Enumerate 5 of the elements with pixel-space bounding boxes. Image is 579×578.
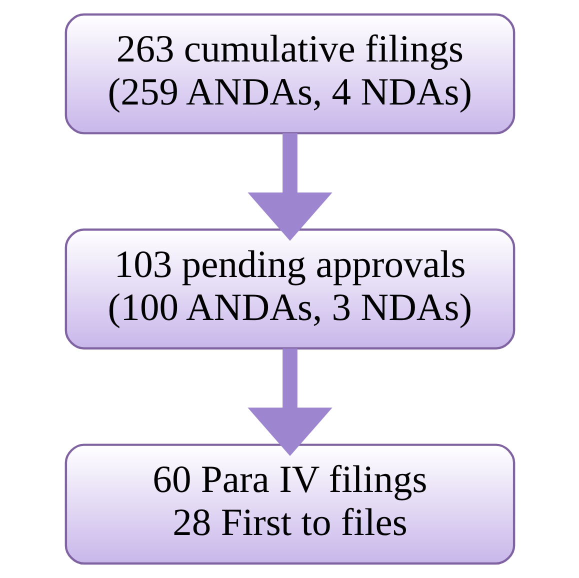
arrow	[247, 133, 332, 241]
arrow	[247, 348, 332, 456]
node-box: 60 Para IV filings 28 First to files	[64, 444, 515, 565]
node-box: 103 pending approvals (100 ANDAs, 3 NDAs)	[64, 228, 515, 350]
node-box: 263 cumulative filings (259 ANDAs, 4 NDAs)	[64, 13, 515, 134]
